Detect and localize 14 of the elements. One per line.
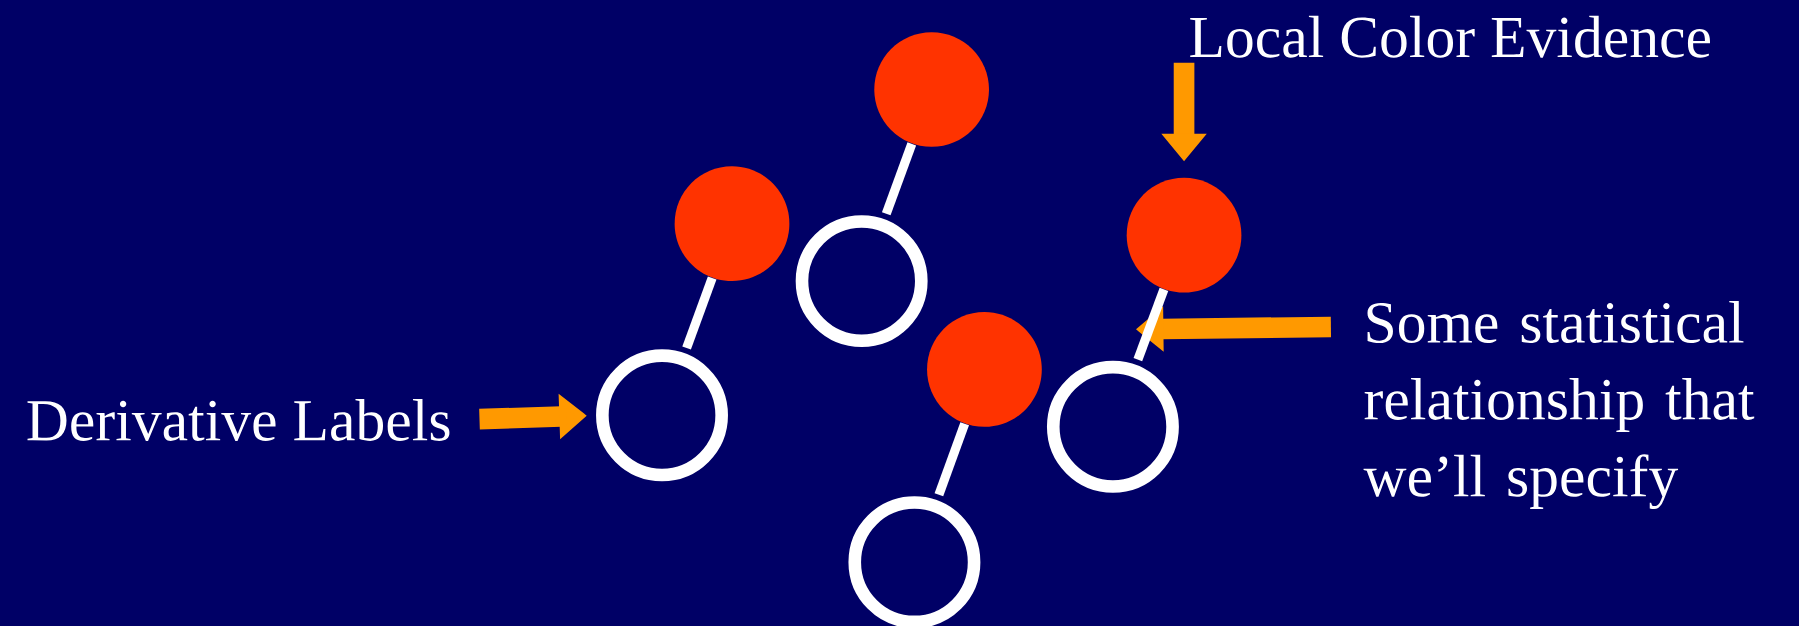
- connector-line: [934, 422, 969, 497]
- hollow-circle: [596, 349, 728, 482]
- filled-circle: [674, 166, 790, 281]
- connector-line: [1133, 287, 1169, 361]
- callout-text: Some statistical relationship that we’ll specify: [1363, 300, 1755, 509]
- filled-circle: [1126, 177, 1242, 293]
- connector-line: [682, 276, 717, 350]
- filled-circle: [927, 311, 1042, 427]
- callout-text: Local Color Evidence: [1190, 15, 1710, 58]
- hollow-circle: [795, 214, 928, 347]
- filled-circle: [874, 31, 989, 147]
- callout-text: Derivative Labels: [27, 398, 450, 441]
- hollow-circle: [1046, 360, 1179, 493]
- connector-line: [881, 142, 917, 216]
